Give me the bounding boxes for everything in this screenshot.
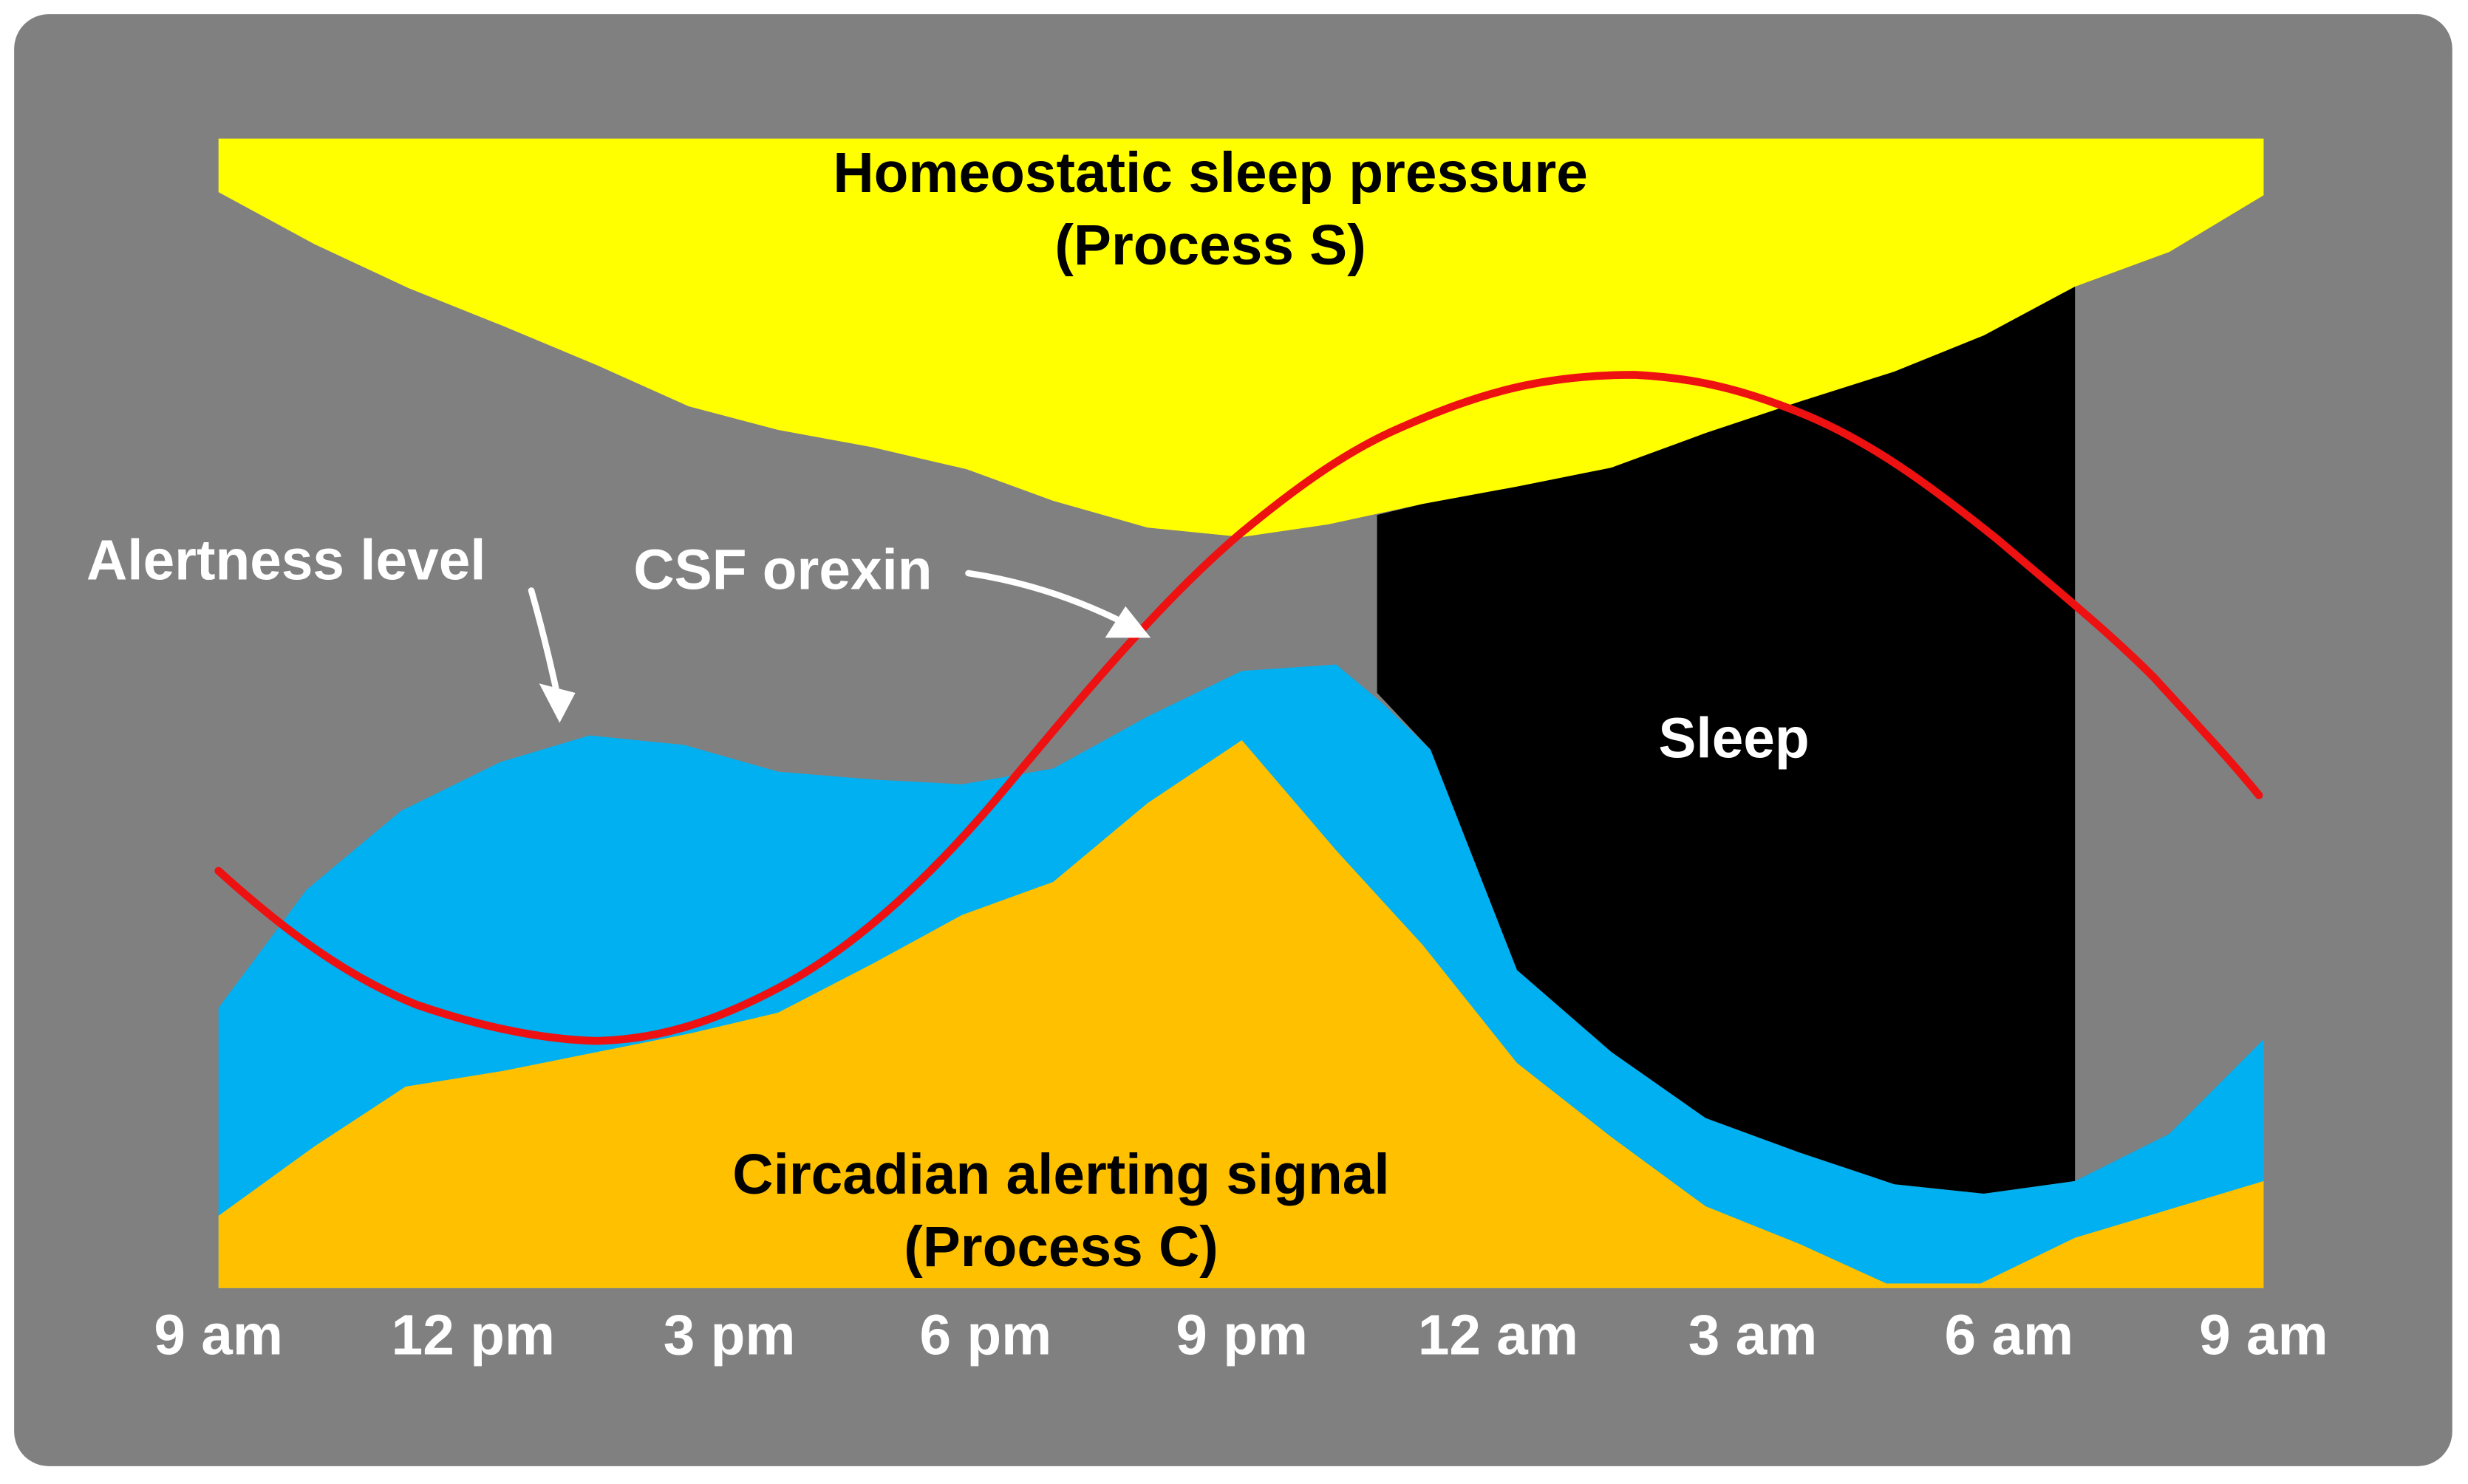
sleep-period-area <box>1377 287 2076 1194</box>
x-tick-label: 3 am <box>1688 1304 1818 1367</box>
x-tick-label: 12 am <box>1418 1304 1578 1367</box>
orexin-arrow-icon <box>965 570 1151 638</box>
x-axis: 9 am 12 pm 3 pm 6 pm 9 pm 12 am 3 am 6 a… <box>154 1304 2328 1367</box>
x-tick-label: 9 am <box>154 1304 283 1367</box>
x-tick-label: 12 pm <box>392 1304 555 1367</box>
x-tick-label: 6 pm <box>920 1304 1052 1367</box>
process-c-title: Circadian alerting signal <box>732 1143 1389 1206</box>
circadian-alerting-signal-area <box>218 740 2264 1288</box>
process-s-subtitle: (Process S) <box>1054 214 1366 277</box>
x-tick-label: 6 am <box>1945 1304 2074 1367</box>
x-tick-label: 9 pm <box>1176 1304 1308 1367</box>
csf-orexin-label: CSF orexin <box>633 538 932 601</box>
x-tick-label: 9 am <box>2199 1304 2328 1367</box>
x-tick-label: 3 pm <box>664 1304 796 1367</box>
process-c-subtitle: (Process C) <box>904 1216 1218 1279</box>
alertness-arrow-icon <box>528 587 576 723</box>
sleep-label: Sleep <box>1658 707 1809 770</box>
process-s-title: Homeostatic sleep pressure <box>833 142 1587 205</box>
alertness-level-label: Alertness level <box>86 529 486 592</box>
homeostatic-sleep-pressure-area <box>218 138 2264 537</box>
csf-orexin-curve <box>214 371 2263 1045</box>
